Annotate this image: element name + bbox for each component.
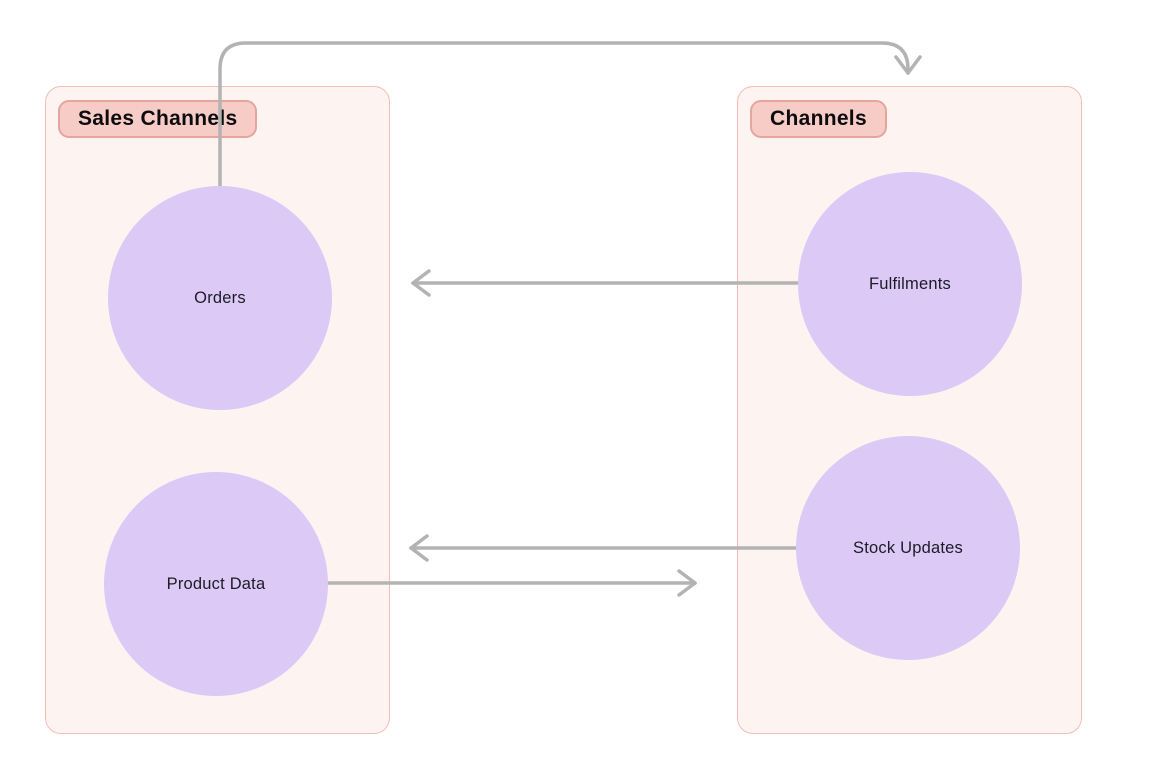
node-orders-label: Orders: [194, 288, 246, 307]
group-label-sales-channels: Sales Channels: [58, 100, 258, 138]
node-fulfilments: Fulfilments: [798, 172, 1022, 396]
node-fulfilments-label: Fulfilments: [869, 274, 951, 293]
node-orders: Orders: [108, 186, 332, 410]
node-stock-updates-label: Stock Updates: [853, 538, 963, 557]
group-label-channels: Channels: [750, 100, 887, 138]
node-stock-updates: Stock Updates: [796, 436, 1020, 660]
node-product-data-label: Product Data: [166, 574, 266, 593]
node-product-data: Product Data: [104, 472, 328, 696]
